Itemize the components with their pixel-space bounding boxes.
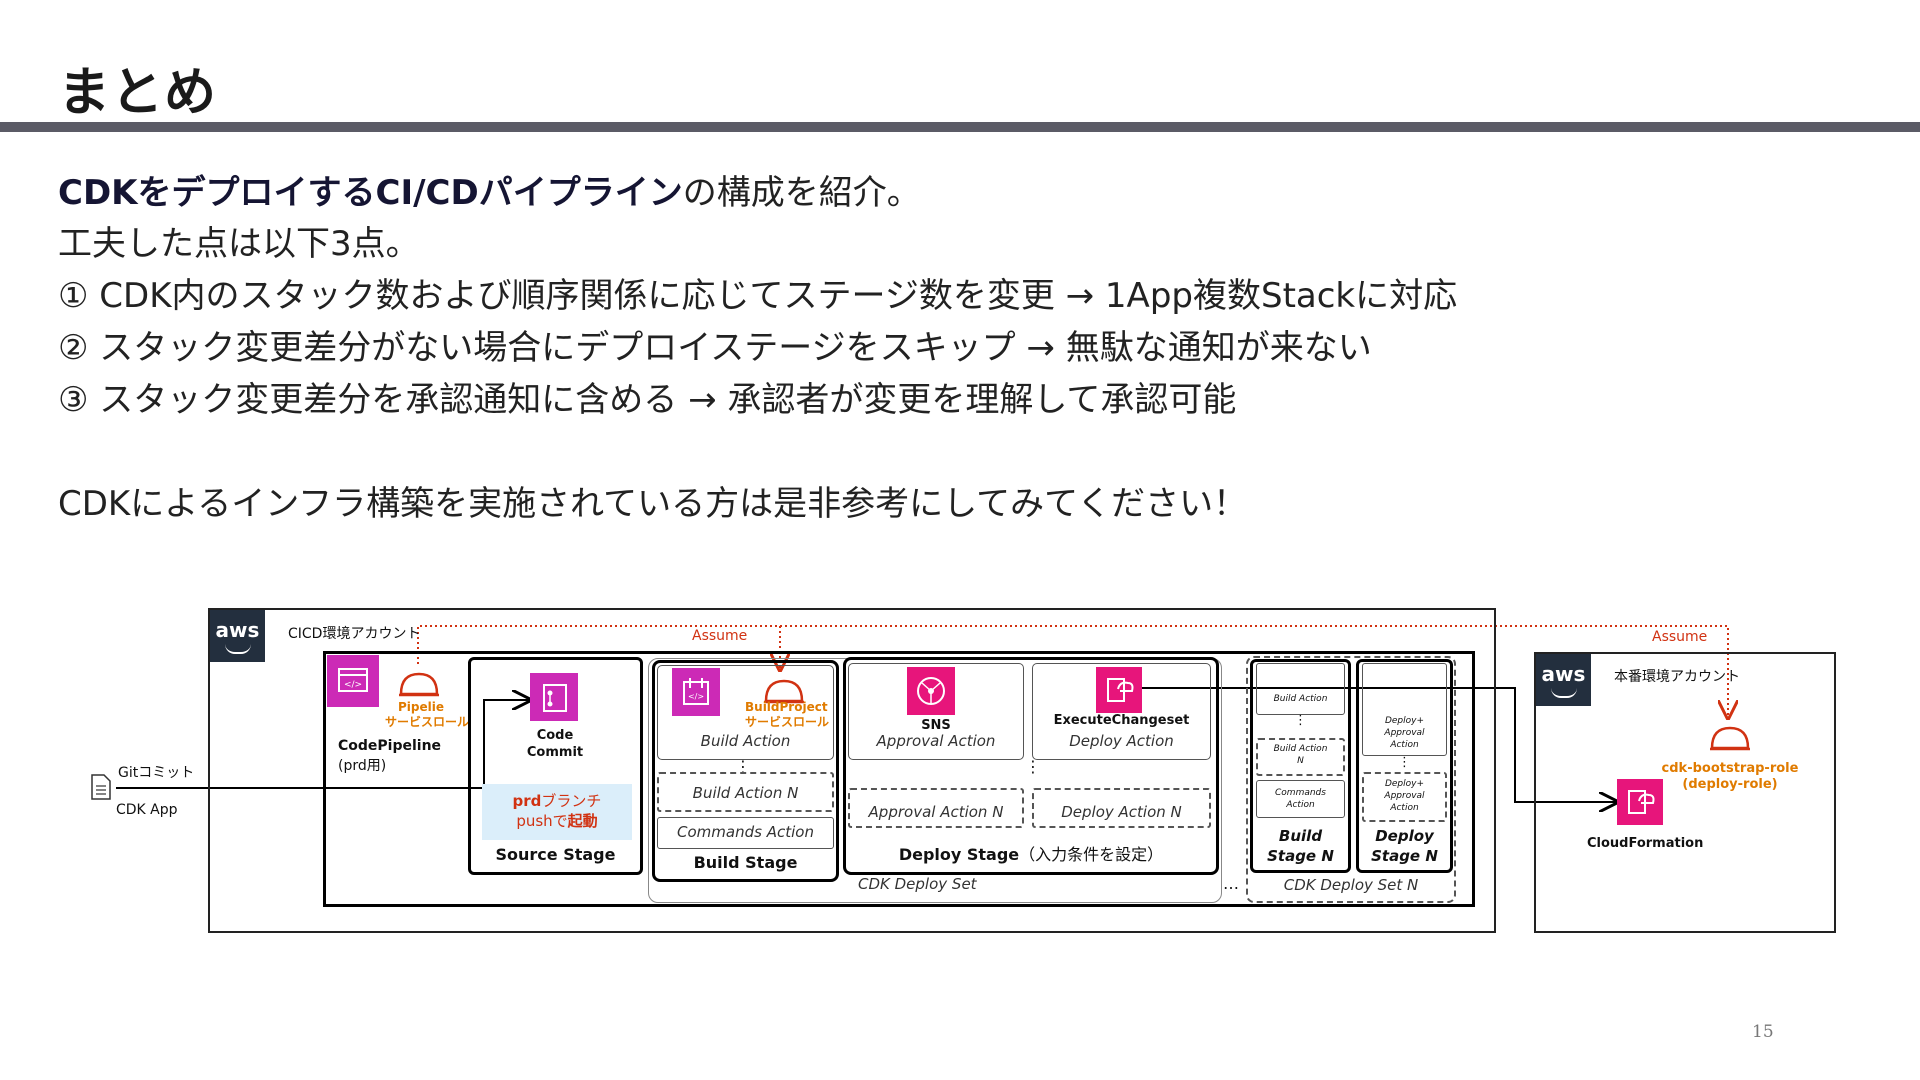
helmet-icon xyxy=(399,672,439,697)
vdots-build: ⋮ xyxy=(735,757,751,776)
vdots-deploy: ⋮ xyxy=(1025,757,1041,776)
helmet-icon-build xyxy=(764,679,804,704)
vdots-mini-deploy: ⋮ xyxy=(1398,755,1411,770)
title-divider xyxy=(0,122,1920,132)
git-push-line xyxy=(116,700,530,789)
sns-approval-box xyxy=(848,663,1024,760)
intro-line: CDKをデプロイするCI/CDパイプラインの構成を紹介。 xyxy=(58,165,921,214)
mini-commands-action-label: Commands Action xyxy=(1275,788,1326,810)
pipeline-role-label: Pipelie サービスロール xyxy=(385,700,470,729)
prod-account-label: 本番環境アカウント xyxy=(1614,669,1740,685)
cloudformation-icon xyxy=(1617,779,1663,825)
build-stage-label: Build Stage xyxy=(693,853,798,872)
approval-action-n-box xyxy=(848,788,1024,828)
deploy-stage-n-box xyxy=(1356,659,1453,873)
execute-changeset-label: ExecuteChangeset xyxy=(1053,713,1190,728)
mini-build-action-n-label: Build Action N xyxy=(1273,744,1328,766)
document-icon xyxy=(91,774,111,800)
cloudformation-icon-deploy xyxy=(1096,667,1142,713)
aws-logo-prod: aws xyxy=(1536,654,1591,706)
points-intro: 工夫した点は以下3点。 xyxy=(58,224,420,264)
cdk-deploy-set-label: CDK Deploy Set xyxy=(858,875,977,893)
sns-icon xyxy=(907,667,955,715)
build-action-n-label: Build Action N xyxy=(692,784,799,802)
commands-action-label: Commands Action xyxy=(677,823,814,841)
cdk-deploy-set-n-box xyxy=(1246,656,1456,903)
helmet-icon-bootstrap xyxy=(1710,726,1750,751)
prod-account-box xyxy=(1534,652,1836,933)
build-stage-n-label: Build Stage N xyxy=(1267,827,1334,865)
mini-build-action-n-box xyxy=(1256,738,1345,776)
intro-bold: CDKをデプロイするCI/CDパイプライン xyxy=(58,173,683,213)
assume-left-label: Assume xyxy=(692,628,748,644)
point-2: ② スタック変更差分がない場合にデプロイステージをスキップ → 無駄な通知が来な… xyxy=(58,328,1372,368)
assume-left-line xyxy=(417,625,780,670)
mini-build-action-label: Build Action xyxy=(1273,694,1328,704)
slide-title: まとめ xyxy=(58,63,218,123)
cloudformation-label: CloudFormation xyxy=(1587,836,1704,851)
approval-action-n-label: Approval Action N xyxy=(868,803,1004,821)
mini-deploy-approval-n-label: Deploy+ Approval Action xyxy=(1384,779,1425,813)
build-action-n-box xyxy=(657,772,834,812)
deploy-stage-label: Deploy Stage（入力条件を設定） xyxy=(898,845,1164,864)
buildproject-role-label: BuildProject サービスロール xyxy=(745,700,830,729)
deploy-stage-n-label: Deploy Stage N xyxy=(1371,827,1438,865)
point-1: ① CDK内のスタック数および順序関係に応じてステージ数を変更 → 1App複数… xyxy=(58,276,1458,316)
codecommit-icon xyxy=(530,673,578,721)
pipeline-box xyxy=(323,651,1475,907)
mini-build-action-box xyxy=(1256,663,1345,715)
page-number: 15 xyxy=(1752,1022,1774,1042)
source-stage-box xyxy=(468,657,643,875)
codepipeline-sub: (prd用) xyxy=(338,758,387,774)
source-stage-label: Source Stage xyxy=(495,845,616,864)
deploy-action-label: Deploy Action xyxy=(1069,732,1174,750)
cdk-app-label: CDK App xyxy=(116,802,178,818)
codepipeline-label: CodePipeline xyxy=(338,738,442,754)
aws-logo-cicd: aws xyxy=(210,610,265,662)
mini-deploy-approval-box xyxy=(1362,663,1447,756)
codebuild-icon: </> xyxy=(672,668,720,716)
mini-deploy-approval-label: Deploy+ Approval Action xyxy=(1384,716,1425,750)
cicd-account-label: CICD環境アカウント xyxy=(288,626,421,642)
assume-right-label: Assume xyxy=(1652,629,1708,645)
changeset-to-cfn-line xyxy=(1140,687,1617,802)
deploy-action-n-box xyxy=(1032,788,1211,828)
closing-line: CDKによるインフラ構築を実施されている方は是非参考にしてみてください！ xyxy=(58,484,1248,524)
svg-text:</>: </> xyxy=(344,680,362,690)
hdots-sets: … xyxy=(1223,874,1239,893)
assume-right-line xyxy=(780,625,1728,718)
cdk-deploy-set-n-label: CDK Deploy Set N xyxy=(1283,876,1419,894)
sns-label: SNS xyxy=(921,718,951,733)
vdots-mini-build: ⋮ xyxy=(1294,713,1307,728)
code-commit-label: Code Commit xyxy=(526,728,584,760)
bootstrap-role-label: cdk-bootstrap-role (deploy-role) xyxy=(1661,761,1799,792)
build-stage-box xyxy=(652,660,839,882)
point-3: ③ スタック変更差分を承認通知に含める → 承認者が変更を理解して承認可能 xyxy=(58,380,1237,420)
codepipeline-icon: </> xyxy=(327,655,379,707)
build-action-box xyxy=(657,665,834,760)
build-stage-n-box xyxy=(1250,659,1351,873)
deploy-stage-box xyxy=(843,657,1219,875)
svg-text:</>: </> xyxy=(688,692,704,701)
approval-action-label: Approval Action xyxy=(876,732,996,750)
mini-commands-action-box xyxy=(1256,780,1345,818)
execute-changeset-box xyxy=(1032,663,1211,760)
build-action-label: Build Action xyxy=(700,732,791,750)
cicd-account-box xyxy=(208,608,1496,933)
intro-rest: の構成を紹介。 xyxy=(682,173,921,213)
deploy-action-n-label: Deploy Action N xyxy=(1061,803,1182,821)
commands-action-box xyxy=(657,817,834,849)
prd-branch-trigger: prdブランチ pushで起動 xyxy=(482,784,632,840)
mini-deploy-approval-n-box xyxy=(1362,772,1447,822)
git-commit-label: Gitコミット xyxy=(118,765,195,781)
